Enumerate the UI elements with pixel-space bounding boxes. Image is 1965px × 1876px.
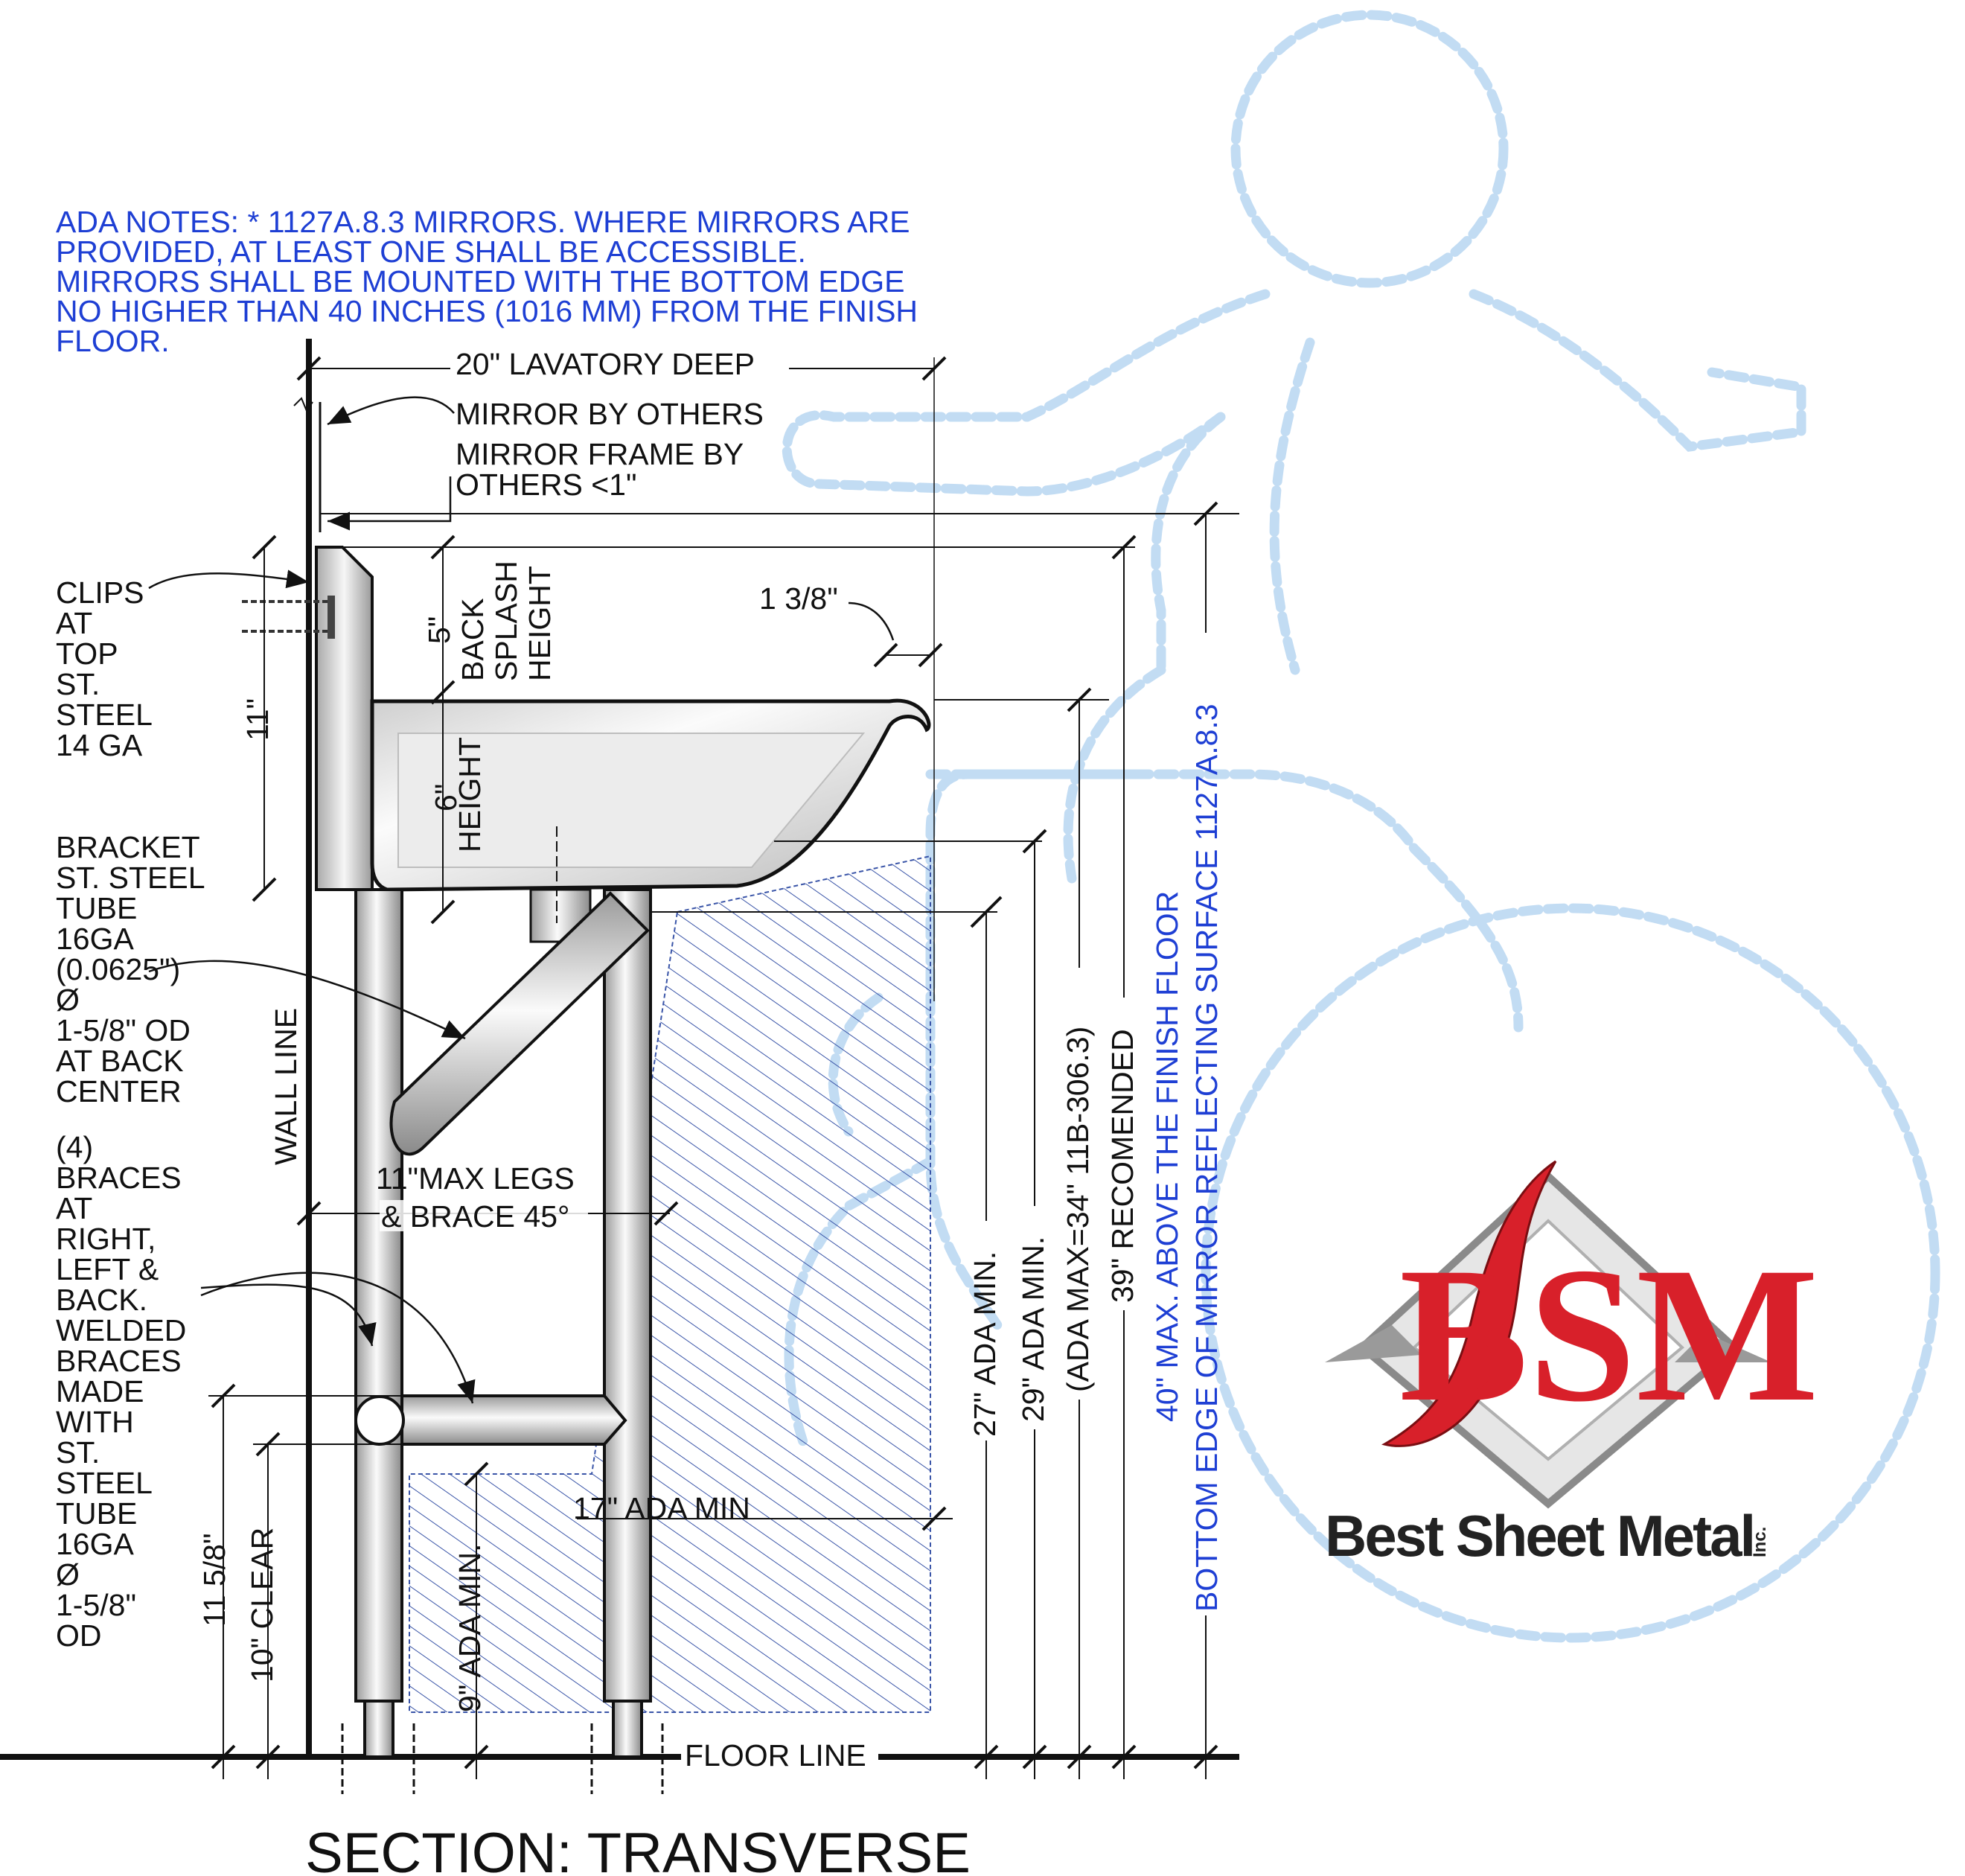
clear-dim: 10" CLEAR <box>245 1528 279 1682</box>
svg-text:OD: OD <box>56 1618 102 1653</box>
svg-text:CENTER: CENTER <box>56 1074 182 1108</box>
svg-text:STEEL: STEEL <box>56 1466 153 1500</box>
svg-text:HEIGHT: HEIGHT <box>453 737 487 852</box>
svg-text:16GA: 16GA <box>56 1527 134 1561</box>
top-callouts: 20" LAVATORY DEEP MIRROR BY OTHERS MIRRO… <box>450 347 838 616</box>
svg-text:WITH: WITH <box>56 1405 134 1439</box>
svg-text:HEIGHT: HEIGHT <box>523 566 557 681</box>
svg-text:ST.: ST. <box>56 1435 100 1470</box>
dimension-lines <box>208 356 1239 1779</box>
svg-text:(0.0625"): (0.0625") <box>56 952 180 986</box>
section-title: SECTION: TRANSVERSE <box>305 1822 971 1876</box>
ada-note-line: PROVIDED, AT LEAST ONE SHALL BE ACCESSIB… <box>56 234 806 269</box>
svg-text:BRACES: BRACES <box>56 1161 182 1195</box>
svg-text:Ø: Ø <box>56 1557 80 1592</box>
svg-text:RIGHT,: RIGHT, <box>56 1222 156 1256</box>
ada-17-label: 17" ADA MIN <box>573 1491 750 1525</box>
ada-note-line: FLOOR. <box>56 324 170 358</box>
svg-text:AT BACK: AT BACK <box>56 1044 184 1078</box>
logo-initials: BSM <box>1399 1228 1818 1442</box>
bowl-rim-dim: 1 3/8" <box>759 581 838 616</box>
clips-callout: CLIPS AT TOP ST. STEEL 14 GA <box>56 575 153 762</box>
svg-text:SPLASH: SPLASH <box>489 561 523 681</box>
svg-text:WELDED: WELDED <box>56 1313 186 1347</box>
mirror-frame-label: OTHERS <1" <box>456 468 637 502</box>
svg-text:LEFT &: LEFT & <box>56 1252 159 1286</box>
svg-text:11"MAX LEGS: 11"MAX LEGS <box>376 1161 575 1196</box>
ada-29-dim: 29" ADA MIN. <box>1016 1237 1050 1422</box>
svg-text:BACK.: BACK. <box>56 1283 147 1317</box>
mirror-label: MIRROR BY OTHERS <box>456 397 764 431</box>
svg-text:TUBE: TUBE <box>56 1496 137 1531</box>
recommended-39-dim: 39" RECOMENDED <box>1105 1029 1140 1303</box>
ada-notes: ADA NOTES: * 1127A.8.3 MIRRORS. WHERE MI… <box>56 205 918 358</box>
knee-9-dim: 9" ADA MIN. <box>453 1544 487 1712</box>
svg-text:CLIPS: CLIPS <box>56 575 144 610</box>
svg-text:16GA: 16GA <box>56 922 134 956</box>
mirror-surface-dim: BOTTOM EDGE OF MIRROR REFLECTING SURFACE… <box>1189 704 1224 1612</box>
svg-text:TUBE: TUBE <box>56 891 137 925</box>
svg-text:BACK: BACK <box>456 598 490 681</box>
lavatory-deep-label: 20" LAVATORY DEEP <box>456 347 755 381</box>
bottom-callouts: 17" ADA MIN FLOOR LINE <box>573 1491 878 1773</box>
ada-note-line: ADA NOTES: * 1127A.8.3 MIRRORS. WHERE MI… <box>56 205 910 239</box>
ada-27-dim: 27" ADA MIN. <box>968 1251 1002 1437</box>
svg-text:5": 5" <box>422 616 456 644</box>
svg-text:BRACKET: BRACKET <box>56 830 200 864</box>
legs-label: 11"MAX LEGS & BRACE 45° <box>376 1161 588 1234</box>
floor-line-label: FLOOR LINE <box>685 1738 866 1773</box>
svg-text:& BRACE 45°: & BRACE 45° <box>381 1199 569 1234</box>
mirror-40-dim: 40" MAX. ABOVE THE FINISH FLOOR <box>1150 891 1184 1422</box>
svg-text:TOP: TOP <box>56 636 118 671</box>
vertical-labels: WALL LINE 11" 5" BACK SPLASH HEIGHT 6" H… <box>197 561 1224 1712</box>
svg-text:ST.: ST. <box>56 667 100 701</box>
svg-text:(4): (4) <box>56 1130 93 1164</box>
wall-line-label: WALL LINE <box>269 1008 303 1165</box>
svg-text:1-5/8": 1-5/8" <box>56 1588 136 1622</box>
svg-text:6": 6" <box>429 784 463 811</box>
ada-note-line: NO HIGHER THAN 40 INCHES (1016 MM) FROM … <box>56 294 918 328</box>
mirror-frame-label: MIRROR FRAME BY <box>456 437 744 471</box>
bracket-callout: BRACKET ST. STEEL TUBE 16GA (0.0625") Ø … <box>56 830 205 1108</box>
knee-clearance-hatch <box>409 855 931 1713</box>
svg-text:14 GA: 14 GA <box>56 728 143 762</box>
svg-text:STEEL: STEEL <box>56 698 153 732</box>
leader-lines <box>148 396 895 1404</box>
braces-callout: (4) BRACES AT RIGHT, LEFT & BACK. WELDED… <box>56 1130 186 1653</box>
ada-34-dim: (ADA MAX=34" 11B-306.3) <box>1061 1027 1095 1392</box>
logo-name: Best Sheet Metal <box>1325 1503 1754 1569</box>
svg-text:ST. STEEL: ST. STEEL <box>56 861 205 895</box>
svg-text:1-5/8" OD: 1-5/8" OD <box>56 1013 191 1047</box>
svg-text:AT: AT <box>56 606 92 640</box>
svg-text:BRACES: BRACES <box>56 1344 182 1378</box>
svg-text:MADE: MADE <box>56 1374 144 1408</box>
ada-note-line: MIRRORS SHALL BE MOUNTED WITH THE BOTTOM… <box>56 264 905 299</box>
shelf-height-dim: 11 5/8" <box>197 1533 231 1627</box>
svg-text:Ø: Ø <box>56 983 80 1017</box>
backsplash-11-dim: 11" <box>240 698 275 741</box>
company-logo: BSM Best Sheet Metal Inc. <box>1325 1160 1818 1569</box>
logo-suffix: Inc. <box>1750 1527 1770 1557</box>
svg-text:AT: AT <box>56 1191 92 1225</box>
